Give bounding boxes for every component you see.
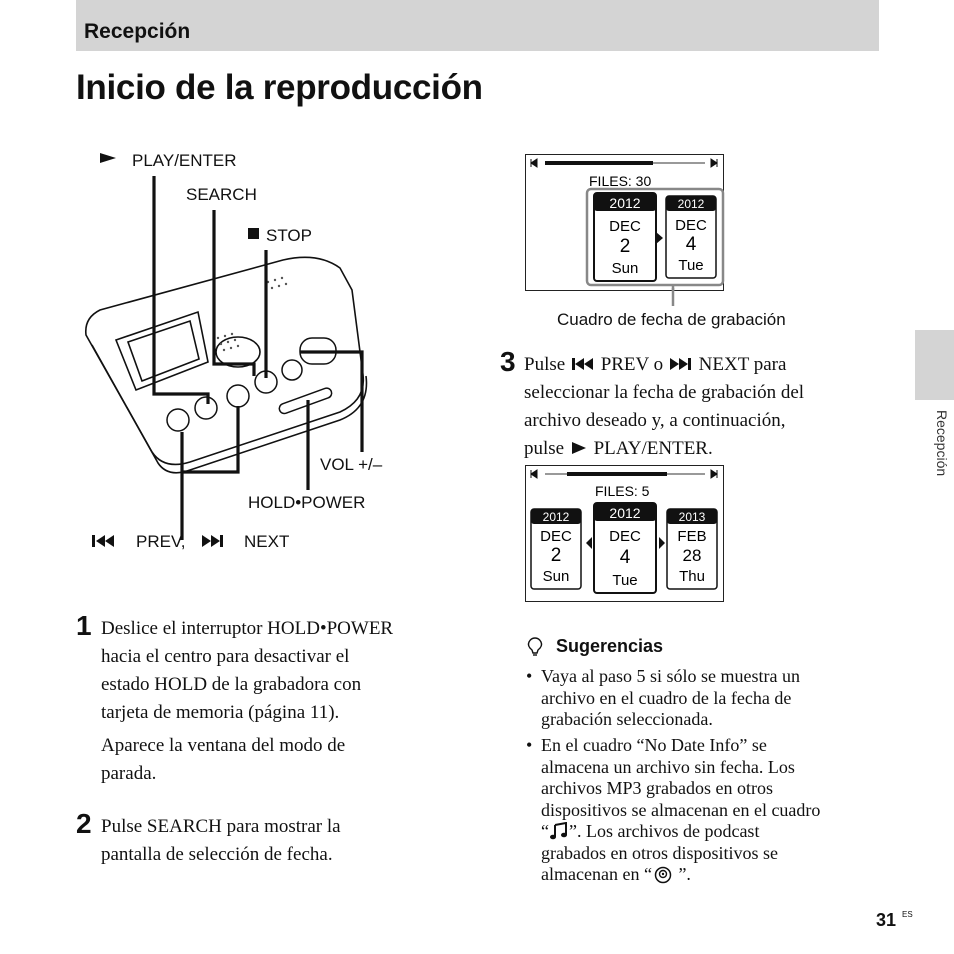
label-next: NEXT — [244, 532, 289, 551]
speaker-grille — [216, 276, 288, 352]
page-suffix: ES — [902, 910, 913, 919]
label-search: SEARCH — [186, 185, 257, 204]
step2-text: Pulse SEARCH para mostrar la pantalla de… — [101, 816, 341, 865]
label-prev: PREV, — [136, 532, 185, 551]
svg-text:Sun: Sun — [612, 260, 639, 277]
play-button — [194, 396, 218, 420]
step1-text: Deslice el interruptor HOLD•POWER hacia … — [101, 618, 394, 723]
device-buttons — [166, 337, 337, 432]
next-icon — [669, 358, 691, 370]
music-note-icon — [550, 821, 567, 840]
next-button — [226, 384, 250, 408]
step3-number: 3 — [500, 346, 516, 377]
side-tab — [915, 330, 954, 400]
svg-text:Thu: Thu — [679, 568, 705, 585]
svg-text:Tue: Tue — [612, 572, 637, 589]
caption-leader — [671, 288, 675, 306]
svg-text:2012: 2012 — [609, 505, 640, 521]
date-frame — [585, 187, 725, 287]
svg-text:DEC: DEC — [609, 528, 641, 545]
page-title: Inicio de la reproducción — [76, 68, 483, 107]
label-vol: VOL +/– — [320, 455, 383, 474]
section-header-bar — [76, 0, 879, 51]
screen-date-select-2: FILES: 5 2012 DEC 2 Sun 2012 DEC 4 Tue 2… — [525, 465, 724, 602]
svg-text:2012: 2012 — [609, 195, 640, 211]
svg-text:4: 4 — [620, 547, 631, 568]
podcast-icon — [654, 866, 672, 884]
svg-text:DEC: DEC — [675, 217, 707, 234]
svg-text:2: 2 — [620, 236, 631, 257]
step1-number: 1 — [76, 610, 92, 641]
stop-icon — [248, 228, 259, 239]
svg-text:2: 2 — [551, 545, 562, 566]
label-play: PLAY/ENTER — [132, 151, 237, 170]
section-title: Recepción — [84, 20, 191, 43]
search-button — [281, 359, 303, 381]
bullet: • — [526, 735, 533, 755]
step2-number: 2 — [76, 808, 92, 839]
prev-button — [166, 408, 190, 432]
svg-text:2013: 2013 — [679, 510, 706, 524]
step3-text: Pulse PREV o NEXT para seleccionar la fe… — [524, 354, 805, 459]
svg-text:28: 28 — [683, 546, 702, 565]
play-icon — [100, 153, 116, 163]
screen2-files: FILES: 5 — [595, 483, 650, 499]
leader-lines — [152, 176, 364, 540]
tip-2: En el cuadro “No Date Info” se almacena … — [541, 735, 821, 884]
svg-text:FEB: FEB — [677, 528, 706, 545]
next-icon — [202, 535, 223, 547]
step1-note: Aparece la ventana del modo de parada. — [101, 735, 346, 784]
screen1-files: FILES: 30 — [589, 173, 651, 189]
label-stop: STOP — [266, 226, 312, 245]
page-number: 31 — [876, 910, 897, 930]
screen1-caption: Cuadro de fecha de grabación — [557, 310, 786, 329]
play-icon — [571, 442, 586, 454]
svg-text:Sun: Sun — [543, 568, 570, 585]
prev-icon — [92, 535, 114, 547]
svg-text:DEC: DEC — [609, 218, 641, 235]
svg-text:4: 4 — [686, 234, 697, 255]
svg-text:2012: 2012 — [678, 197, 705, 211]
prev-icon — [571, 358, 593, 370]
tip-1: Vaya al paso 5 si sólo se muestra un arc… — [541, 666, 800, 729]
label-hold: HOLD•POWER — [248, 493, 365, 512]
svg-text:DEC: DEC — [540, 528, 572, 545]
svg-text:2012: 2012 — [543, 510, 570, 524]
device-illustration: PLAY/ENTER SEARCH STOP VOL +/– HOLD•POWE… — [84, 151, 383, 551]
svg-text:Tue: Tue — [678, 257, 703, 274]
tips-title: Sugerencias — [556, 636, 664, 656]
side-tab-label: Recepción — [934, 410, 950, 477]
device-labels: PLAY/ENTER SEARCH STOP VOL +/– HOLD•POWE… — [92, 151, 383, 551]
screen-date-select-1: FILES: 30 2012 DEC 2 Sun 2012 DEC 4 Tue — [525, 154, 725, 291]
bullet: • — [526, 666, 533, 686]
lightbulb-icon — [527, 637, 543, 656]
